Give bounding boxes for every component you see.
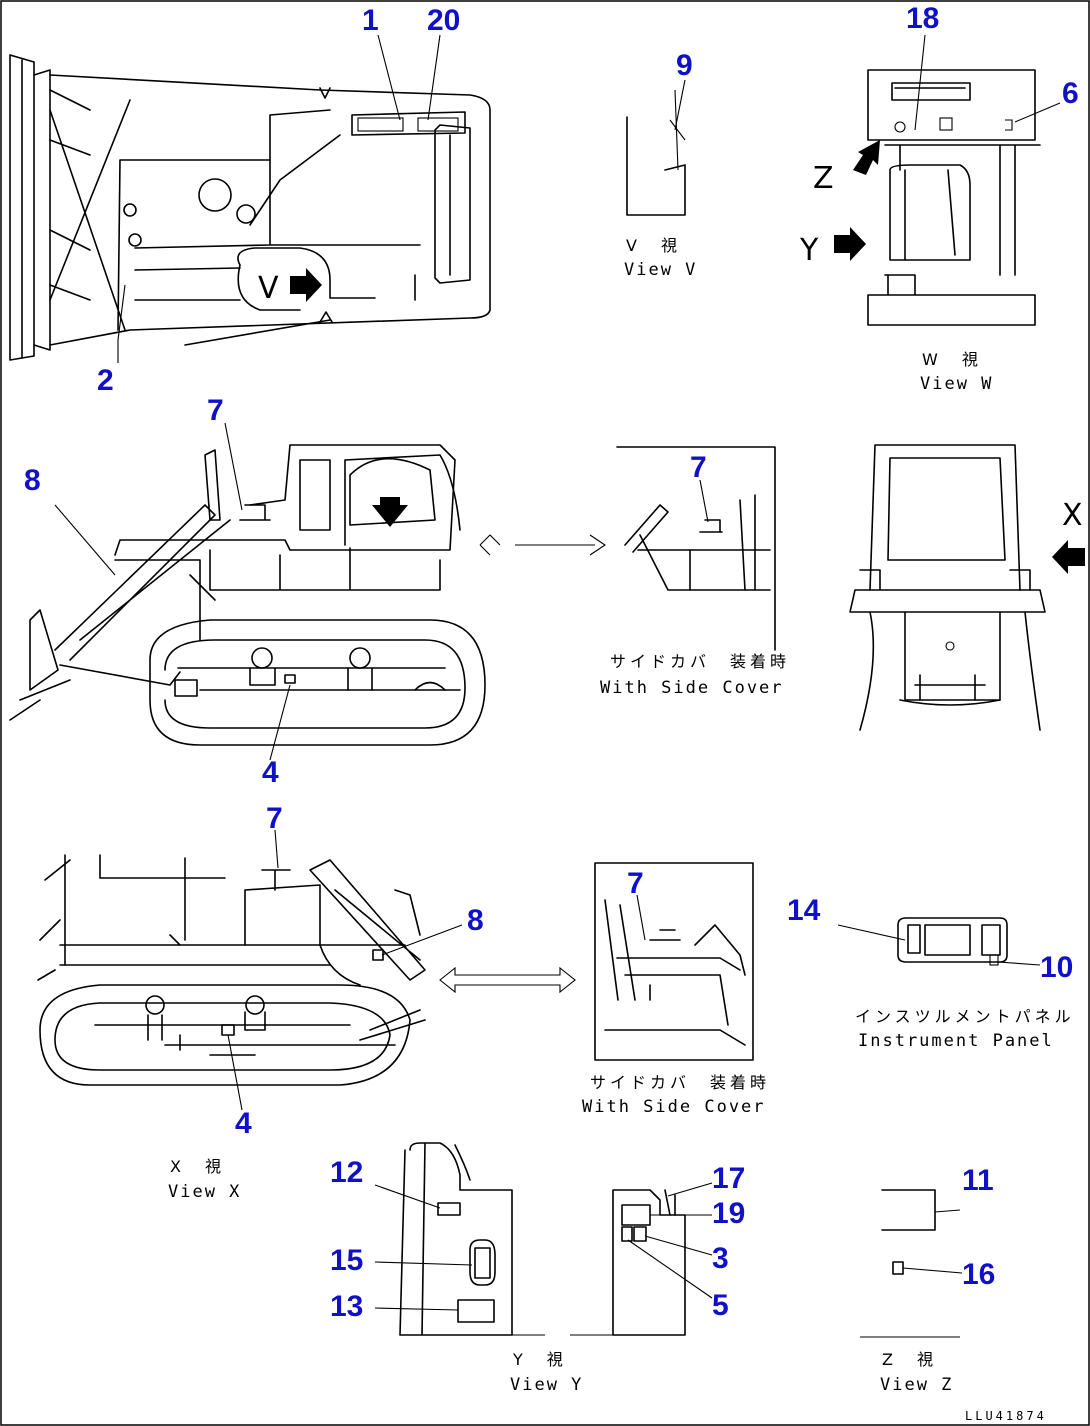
svg-text:V: V: [258, 271, 279, 306]
top-view-drawing: V: [9, 54, 491, 361]
view-w-caption-jp: W 視: [922, 350, 982, 369]
view-v-drawing: [626, 89, 686, 216]
callout-15: 15: [330, 1244, 363, 1277]
view-letter-z: Z: [813, 161, 834, 196]
callout-5: 5: [712, 1289, 729, 1322]
callout-1: 1: [362, 4, 379, 37]
view-w-caption-en: View W: [920, 374, 993, 394]
callout-12: 12: [330, 1156, 363, 1189]
leader-lines: [54, 34, 1061, 1311]
view-z-caption-en: View Z: [880, 1375, 953, 1395]
side-cover-2-caption-jp: サイドカバ 装着時: [590, 1073, 770, 1092]
rear-view-drawing: X: [849, 444, 1085, 731]
view-v-caption-en: View V: [624, 260, 697, 280]
side-cover-2-caption-en: With Side Cover: [582, 1097, 766, 1117]
side-cover-1-drawing: [616, 446, 776, 651]
instrument-panel-caption-jp: インスツルメントパネル: [855, 1007, 1075, 1026]
callout-8-viewx: 8: [467, 904, 484, 937]
view-x-caption-jp: X 視: [170, 1157, 225, 1176]
callout-20: 20: [427, 4, 460, 37]
view-x-caption-en: View X: [168, 1182, 241, 1202]
view-z-drawing: [860, 1189, 960, 1338]
view-y-caption-jp: Y 視: [512, 1350, 567, 1369]
callout-7-viewx: 7: [266, 802, 283, 835]
instrument-panel-drawing: [897, 917, 1008, 966]
side-view-drawing: [9, 444, 606, 746]
callout-3: 3: [712, 1242, 729, 1275]
callout-16: 16: [962, 1258, 995, 1291]
view-captions: V 視 View V W 視 View W サイドカバ 装着時 With Sid…: [168, 236, 1075, 1423]
callout-9: 9: [676, 49, 693, 82]
callout-17: 17: [712, 1162, 745, 1195]
callout-8-side: 8: [24, 464, 41, 497]
view-x-drawing: [37, 854, 576, 1086]
callout-18: 18: [906, 2, 939, 35]
view-y-drawing: [399, 1142, 686, 1336]
view-v-caption-jp: V 視: [626, 236, 681, 255]
callout-19: 19: [712, 1197, 745, 1230]
view-letter-x: X: [1062, 498, 1083, 533]
side-cover-1-caption-jp: サイドカバ 装着時: [610, 652, 790, 671]
callout-7-cover2: 7: [627, 867, 644, 900]
callout-10: 10: [1040, 951, 1073, 984]
view-letter-y: Y: [799, 233, 819, 268]
callout-7-cover1: 7: [690, 451, 707, 484]
side-cover-1-caption-en: With Side Cover: [600, 678, 784, 698]
callout-13: 13: [330, 1290, 363, 1323]
callout-7-side: 7: [207, 394, 224, 427]
drawing-code: LLU41874: [965, 1409, 1047, 1423]
view-z-caption-jp: Z 視: [882, 1350, 937, 1369]
view-w-drawing: Z Y: [799, 69, 1041, 326]
callout-6: 6: [1062, 77, 1079, 110]
callout-11: 11: [962, 1164, 994, 1197]
callout-4-side: 4: [262, 756, 279, 789]
callout-numbers: 1 20 2 9 18 6 7 8 4 7 7 8 4 7 14 10 12 1…: [24, 2, 1079, 1323]
callout-2: 2: [97, 364, 114, 397]
callout-4-viewx: 4: [235, 1107, 252, 1140]
view-y-caption-en: View Y: [510, 1375, 583, 1395]
instrument-panel-caption-en: Instrument Panel: [858, 1031, 1054, 1051]
side-cover-2-drawing: [594, 862, 754, 1061]
callout-14: 14: [787, 894, 821, 927]
